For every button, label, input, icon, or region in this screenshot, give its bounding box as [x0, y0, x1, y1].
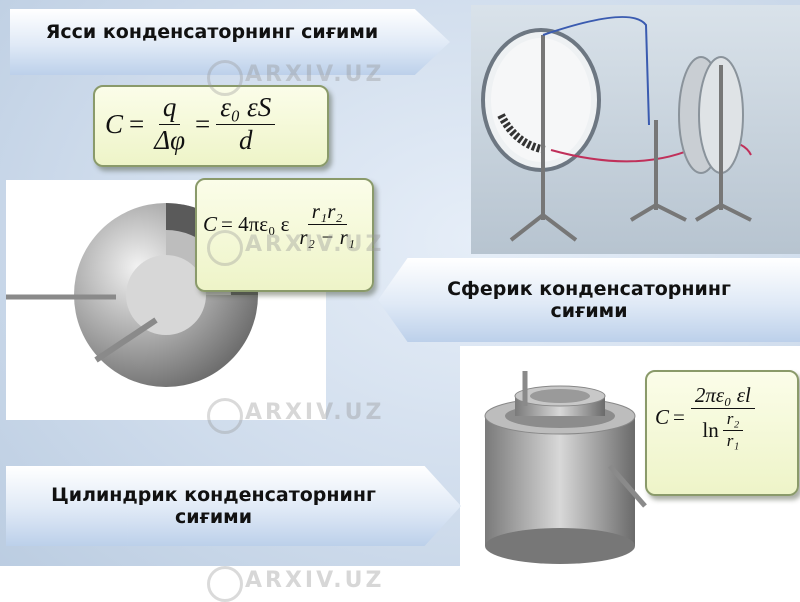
cylindrical-capacitor-formula: C = 2πε₀ εl ln r₂ r₁: [645, 370, 799, 496]
cylindrical-title-line1: Цилиндрик конденсаторнинг: [51, 484, 376, 506]
spherical-title-line1: Сферик конденсаторнинг: [447, 278, 731, 300]
flat-capacitor-banner: Ясси конденсаторнинг сиғими: [10, 9, 450, 75]
watermark-1: ARXIV.UZ: [245, 62, 385, 87]
formula-lhs: C: [105, 108, 124, 139]
cylindrical-title-line2: сиғими: [174, 506, 253, 528]
flat-capacitor-formula: C = q Δφ = ε₀ εS d: [93, 85, 329, 167]
fraction-cylindrical: 2πε₀ εl ln r₂ r₁: [690, 383, 755, 450]
watermark-2: ARXIV.UZ: [245, 232, 385, 257]
capacitor-apparatus-image: [471, 5, 800, 254]
watermark-logo-icon: [207, 230, 243, 266]
spherical-capacitor-banner: Сферик конденсаторнинг сиғими: [378, 258, 800, 342]
watermark-logo-icon: [207, 398, 243, 434]
fraction-eps-s-over-d: ε₀ εS d: [216, 92, 276, 155]
watermark-4: ARXIV.UZ: [245, 568, 385, 593]
bottom-strip: [0, 566, 800, 600]
fraction-q-over-dphi: q Δφ: [154, 92, 186, 155]
cylindrical-capacitor-banner: Цилиндрик конденсаторнинг сиғими: [6, 466, 461, 546]
fraction-r2-over-r1: r₂ r₁: [722, 409, 744, 450]
watermark-logo-icon: [207, 60, 243, 96]
watermark-3: ARXIV.UZ: [245, 400, 385, 425]
watermark-logo-icon: [207, 566, 243, 602]
spherical-title-line2: сиғими: [550, 300, 628, 322]
flat-capacitor-title: Ясси конденсаторнинг сиғими: [45, 21, 379, 43]
fraction-r1r2-over-diff: r₁r₂ r₂ − r₁: [299, 199, 356, 250]
